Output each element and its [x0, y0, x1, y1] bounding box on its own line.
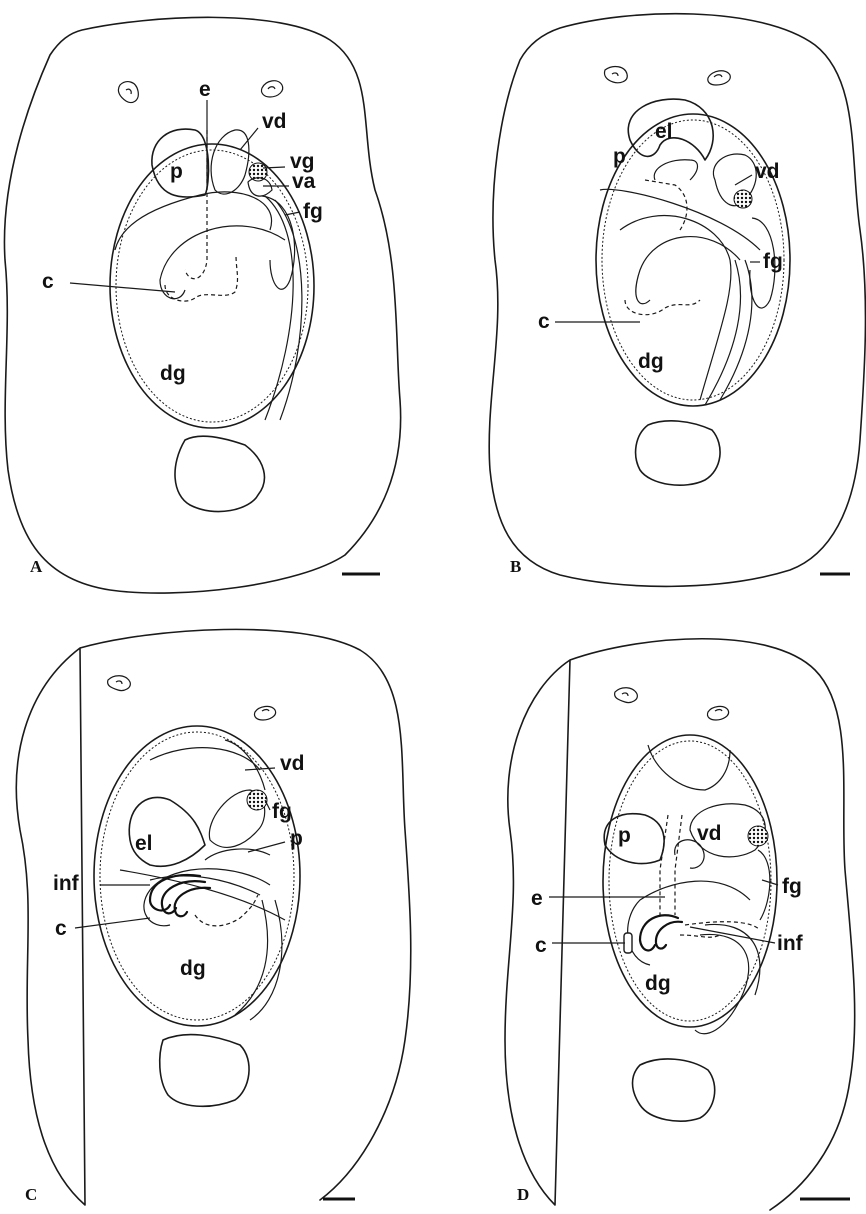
panel-letter: D	[517, 1185, 529, 1204]
visceral-sac-outer	[603, 735, 777, 1027]
label-vd: vd	[262, 110, 287, 133]
label-e: e	[199, 78, 211, 101]
mantle-mass	[633, 1059, 715, 1121]
mantle-mass	[160, 1035, 249, 1107]
label-c: c	[538, 310, 550, 333]
pharynx	[604, 814, 664, 864]
label-fg: fg	[272, 800, 292, 823]
label-dg: dg	[160, 362, 186, 385]
callouts	[549, 880, 778, 943]
female-gland	[758, 850, 770, 920]
upper-lobe	[150, 740, 265, 790]
label-e: e	[531, 887, 543, 910]
eye-icon	[615, 688, 638, 703]
label-c: c	[42, 270, 54, 293]
body-outline	[505, 639, 855, 1210]
label-vd: vd	[280, 752, 305, 775]
esophagus	[660, 815, 682, 915]
label-va: va	[292, 170, 316, 193]
crop	[165, 255, 238, 301]
label-inf: inf	[777, 932, 804, 955]
vas-deferens	[211, 130, 249, 194]
penis	[205, 849, 270, 860]
gut-coil	[636, 237, 740, 304]
label-c: c	[535, 934, 547, 957]
eye-icon	[604, 67, 627, 83]
label-fg: fg	[763, 250, 783, 273]
label-el: el	[655, 120, 673, 143]
crop	[625, 300, 700, 315]
label-p: p	[170, 160, 183, 183]
digestive-duct	[695, 924, 760, 1033]
label-dg: dg	[638, 350, 664, 373]
crop-marker	[624, 933, 632, 953]
panel-a: e vd p vg va fg c dg A	[4, 17, 400, 593]
eye-icon	[707, 706, 728, 720]
panel-letter: A	[30, 557, 43, 576]
label-fg: fg	[303, 200, 323, 223]
panel-letter: C	[25, 1185, 37, 1204]
label-vd: vd	[755, 160, 780, 183]
pharynx-dashed	[645, 180, 687, 230]
vestibular-gland	[247, 790, 267, 810]
panel-b: el p vd fg c dg B	[489, 14, 865, 587]
eye-icon	[261, 81, 282, 97]
gut-loop	[115, 192, 285, 299]
panel-letter: B	[510, 557, 521, 576]
visceral-sac-inner	[116, 150, 308, 422]
eye-icon	[118, 82, 138, 103]
label-vd: vd	[697, 822, 722, 845]
panel-d: p vd fg e c inf dg D	[505, 639, 855, 1210]
visceral-sac-inner	[609, 741, 771, 1021]
label-inf: inf	[53, 872, 80, 895]
digestive-duct	[235, 900, 282, 1020]
label-c: c	[55, 917, 67, 940]
label-p: p	[613, 145, 626, 168]
label-p: p	[618, 824, 631, 847]
vestibular-gland	[734, 190, 752, 208]
label-p: p	[290, 827, 303, 850]
mantle-mass	[175, 436, 264, 511]
crop	[195, 895, 258, 926]
mantle-mass	[636, 421, 720, 485]
callouts	[555, 175, 760, 322]
inner-folds	[640, 915, 682, 950]
label-dg: dg	[180, 957, 206, 980]
eye-icon	[254, 706, 275, 720]
body-outline	[16, 629, 410, 1205]
body-outline	[4, 17, 400, 593]
eye-icon	[108, 676, 131, 691]
upper-lobe	[648, 745, 730, 790]
panel-c: vd fg el p inf c dg C	[16, 629, 410, 1205]
penis	[654, 160, 697, 180]
eye-icon	[708, 71, 731, 85]
label-el: el	[135, 832, 153, 855]
label-dg: dg	[645, 972, 671, 995]
vestibular-gland	[748, 826, 768, 846]
visceral-sac-outer	[110, 144, 314, 428]
label-fg: fg	[782, 875, 802, 898]
